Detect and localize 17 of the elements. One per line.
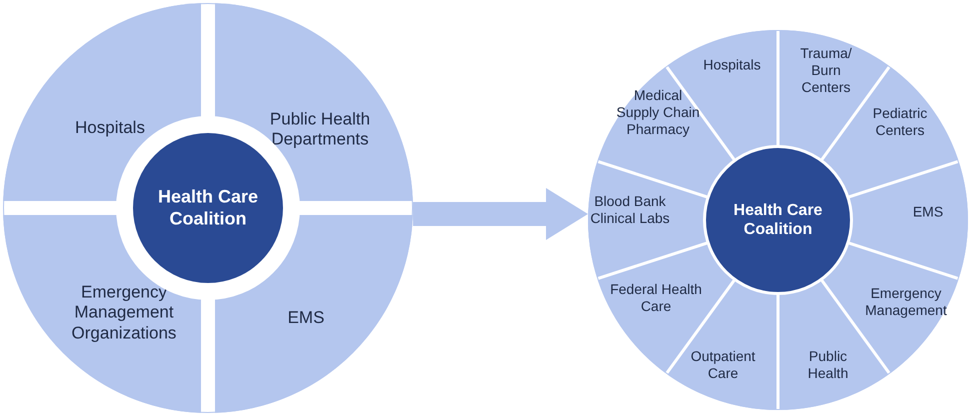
hub-label: Health Care Coalition	[733, 200, 823, 240]
arrow	[413, 188, 588, 240]
segment-label: Hospitals	[702, 56, 762, 74]
segment-label: Trauma/ Burn Centers	[799, 44, 853, 96]
segment-label: Public Health	[806, 348, 850, 382]
segment-label: Emergency Management	[864, 285, 948, 319]
segment-label: Medical Supply Chain Pharmacy	[615, 86, 701, 138]
hub-label: Health Care Coalition	[156, 186, 260, 230]
segment-label: Federal Health Care	[609, 281, 703, 315]
segment-label: Hospitals	[74, 118, 146, 138]
segment-label: EMS	[286, 308, 326, 328]
segment-label: Public Health Departments	[268, 110, 372, 150]
segment-label: Blood Bank Clinical Labs	[589, 193, 671, 227]
segment-label: Outpatient Care	[690, 348, 756, 382]
segment-label: Pediatric Centers	[872, 105, 928, 139]
segment-label: Emergency Management Organizations	[70, 282, 178, 344]
segment-label: EMS	[912, 204, 944, 220]
